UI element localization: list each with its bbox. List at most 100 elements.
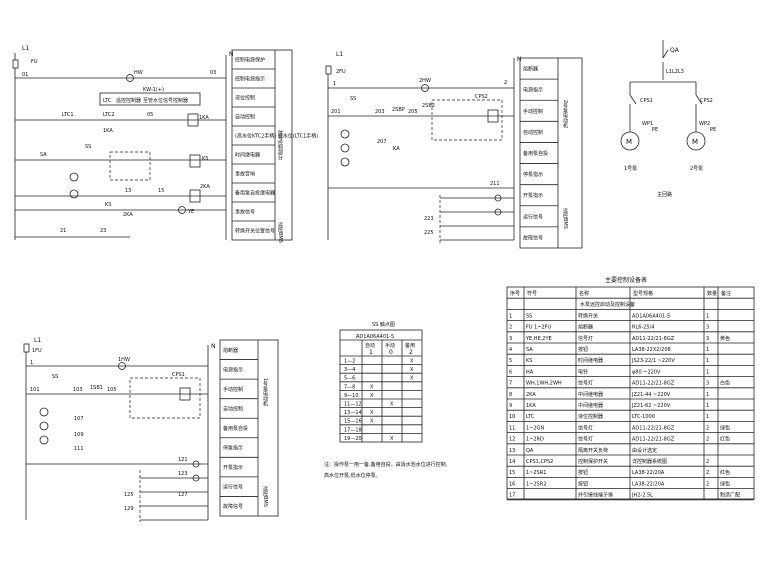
equip-cell: 由设计选定 xyxy=(632,447,657,454)
equip-cell: AD1A06A401-5 xyxy=(632,313,670,319)
equip-cell: 1~2SR2 xyxy=(526,481,546,487)
tl-ks: KS xyxy=(202,156,208,162)
tl-hw-lamp-icon xyxy=(126,74,134,82)
ss-contact-pair: 1—2 xyxy=(344,359,355,365)
equip-cell: 2 xyxy=(509,325,512,331)
ss-contact-pair: 13—14 xyxy=(344,410,362,416)
tl-kw: KW-1(+) xyxy=(143,87,164,93)
tm-1: 1 xyxy=(333,81,336,87)
equip-cell: 1 xyxy=(706,403,709,409)
equip-cell: 1~2SR1 xyxy=(526,470,546,476)
tm-203: 203 xyxy=(375,109,385,115)
tl-coil-ks-icon xyxy=(189,154,201,168)
tl-row-label: 事故信号 xyxy=(235,209,255,216)
tl-ltc1: LTC1 xyxy=(62,112,74,118)
equip-cell: AD11-22/21-8GZ xyxy=(632,425,675,431)
equip-cell: LA38-22/20A xyxy=(632,481,665,487)
tm-207: 207 xyxy=(377,139,387,145)
tr-main: 主回路 xyxy=(657,191,672,198)
equip-cell: CPS1,CPS2 xyxy=(526,459,553,465)
tr-motor-1-icon xyxy=(620,131,640,151)
tl-n: N xyxy=(229,51,234,58)
equip-cell: SA xyxy=(526,347,533,353)
bl-lamp-3-icon xyxy=(39,435,49,445)
ss-cell-mark: X xyxy=(390,436,394,442)
equip-cell: 2 xyxy=(706,470,709,476)
equip-cell: YE,HE,2YE xyxy=(525,336,552,342)
equip-cell: 1~2RD xyxy=(526,437,544,443)
equip-cell: 信号灯 xyxy=(578,380,593,387)
tr-wp2: WP2 xyxy=(699,121,710,127)
bl-row-label: 开泵指示 xyxy=(223,464,243,471)
equip-cell: 外引接线端子排 xyxy=(578,492,613,499)
equip-cell: 3 xyxy=(706,336,709,342)
tm-row-label: 电源指示 xyxy=(523,87,543,94)
equip-cell: 2 xyxy=(706,459,709,465)
ss-cell-mark: X xyxy=(390,402,394,408)
tl-2ka: 2KA xyxy=(200,184,210,190)
bl-107: 107 xyxy=(74,416,84,422)
bl-lamp-2-icon xyxy=(39,421,49,431)
tm-cps: CPS2 xyxy=(475,94,488,100)
equip-cell: JZ21-44 ~220V xyxy=(631,392,671,398)
bottom-left-circuit: L1 1FU 1 1HW N SS 101 103 1SB1 105 CPS1 … xyxy=(23,337,216,522)
equip-cell: 按钮 xyxy=(578,480,588,487)
equip-cell: 隔离开关负荷 xyxy=(578,447,608,454)
tm-lamp-4-icon xyxy=(494,194,502,202)
equip-section: 水泵远控启动及控制设备 xyxy=(580,301,635,308)
equip-cell: 17 xyxy=(509,493,515,499)
ss-contact-pair: 17—18 xyxy=(344,427,362,433)
tm-row-label: 停泵指示 xyxy=(523,171,543,178)
equip-cell: 详控制器系统图 xyxy=(632,458,667,465)
tm-row-label: 手动控制 xyxy=(523,108,543,115)
tm-lamp-5-icon xyxy=(494,208,502,216)
equip-cell: JH2-2.5L xyxy=(631,493,653,499)
tl-remote: 遥控控制器 xyxy=(116,97,141,104)
equip-cell: 转换开关 xyxy=(578,312,598,319)
equip-cell: AD11-22/21-8GZ xyxy=(632,381,675,387)
equip-cell: 9 xyxy=(509,403,512,409)
tl-1ka: 1KA xyxy=(103,128,113,134)
equip-cell: 信号灯 xyxy=(578,424,593,431)
equip-cell: 12 xyxy=(509,437,515,443)
tl-row-label: 控制电源指示 xyxy=(235,76,265,83)
tl-13: 13 xyxy=(125,188,131,194)
tm-hw-lamp-icon xyxy=(421,84,429,92)
tr-m2: M xyxy=(692,138,698,146)
equip-cell: 1 xyxy=(706,369,709,375)
ss-contact-pair: 3—4 xyxy=(344,367,355,373)
equip-cell: 2KA xyxy=(526,392,536,398)
bl-103: 103 xyxy=(73,387,83,393)
equip-cell: 1KA xyxy=(526,403,536,409)
tl-coil-2ka-icon xyxy=(189,189,201,203)
tl-ye-lamp-icon xyxy=(178,206,186,214)
equip-cell: AD11-22/21-8GZ xyxy=(632,336,675,342)
equip-cell: 2 xyxy=(706,437,709,443)
equip-header: 数量 xyxy=(707,290,717,297)
bl-105: 105 xyxy=(107,387,117,393)
bl-1: 1 xyxy=(30,360,33,366)
tl-lamp-2-icon xyxy=(69,189,79,199)
tm-lamp-3-icon xyxy=(340,157,350,167)
equip-cell: 按钮 xyxy=(578,469,588,476)
note-block: 注：操作泵一用一备,备用自投。由消水池水位进行控制, 高水位开泵,低水位停泵。 xyxy=(324,461,448,479)
tm-row-label: 开泵指示 xyxy=(523,192,543,199)
equip-cell: 红色 xyxy=(720,469,730,476)
bl-row-label: 运行信号 xyxy=(223,484,243,491)
ss-cell-mark: X xyxy=(370,384,374,390)
bl-lamp-4-icon xyxy=(192,460,200,468)
ss-subheader: 2 xyxy=(409,349,413,356)
ss-header: 手动 xyxy=(385,342,395,349)
tl-ss: SS xyxy=(85,144,91,150)
tm-l1: L1 xyxy=(336,51,343,58)
bl-row-label: 自动控制 xyxy=(223,405,243,412)
tm-row-label: 备用泵自投 xyxy=(523,150,548,157)
equip-cell: LA38-22X2/208 xyxy=(632,347,671,353)
bl-cps: CPS1 xyxy=(172,372,185,378)
tl-row-label: 时间继电器 xyxy=(235,152,260,159)
equip-header: 符号 xyxy=(527,290,537,297)
equip-cell: 2 xyxy=(706,481,709,487)
tl-coil-1ka-icon xyxy=(187,113,199,127)
